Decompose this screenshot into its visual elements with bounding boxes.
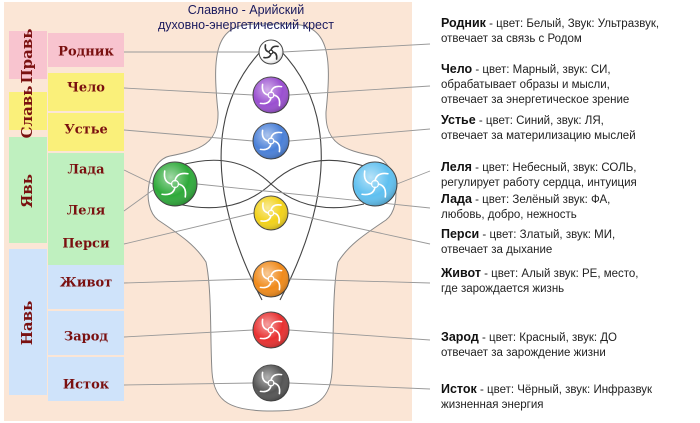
band-strip-6 <box>48 265 124 309</box>
band-label-3: Лада <box>67 163 105 178</box>
band-strip-2 <box>48 113 124 151</box>
band-strip-0 <box>48 33 124 67</box>
world-block-2 <box>9 137 47 243</box>
chakra-4 <box>152 161 198 207</box>
world-block-1 <box>9 92 47 130</box>
description-name: Живот <box>441 266 481 280</box>
band-label-1: Чело <box>67 81 105 96</box>
connector-left-8 <box>123 382 254 386</box>
world-label-2: Явь <box>18 174 36 208</box>
description-line: - цвет: Златый, звук: МИ, <box>479 229 616 241</box>
description-line: - цвет: Белый, Звук: Ультразвук, <box>485 18 660 30</box>
chakra-6 <box>252 260 290 298</box>
description-line: - цвет: Красный, звук: ДО <box>478 332 617 344</box>
description-name: Устье <box>441 113 476 127</box>
world-label-1: Славь <box>18 86 36 139</box>
band-label-5: Перси <box>62 237 110 252</box>
description-line: где зарождается жизнь <box>441 283 565 295</box>
band-strip-7 <box>48 311 124 355</box>
connector-left-4 <box>123 189 154 212</box>
band-strip-1 <box>48 73 124 111</box>
connector-left-1 <box>123 87 254 96</box>
band-strip-8 <box>48 357 124 401</box>
band-label-7: Зарод <box>64 330 109 345</box>
description-line: жизненная энергия <box>441 399 544 411</box>
description-line: любовь, добро, нежность <box>441 209 577 221</box>
energy-loops <box>177 49 365 301</box>
chakra-8 <box>252 364 290 402</box>
description-родник: Родник - цвет: Белый, Звук: Ультразвук, о… <box>441 16 699 47</box>
title-line-1: Славяно - Арийский <box>188 3 304 17</box>
description-line: - цвет: Чёрный, звук: Инфразвук <box>476 384 653 396</box>
description-перси: Перси - цвет: Златый, звук: МИ, отвечает … <box>441 227 699 258</box>
description-name: Перси <box>441 227 480 241</box>
connector-right-0 <box>282 43 431 53</box>
connector-right-8 <box>288 382 431 390</box>
description-line: отвечает за материлизацию мыслей <box>441 130 636 142</box>
description-name: Лада <box>441 192 472 206</box>
chakra-5 <box>253 195 289 231</box>
band-label-4: Леля <box>67 204 106 219</box>
description-устье: Устье - цвет: Синий, звук: ЛЯ, отвечает з… <box>441 113 699 144</box>
connector-left-7 <box>123 329 254 338</box>
connector-left-6 <box>123 278 254 284</box>
description-name: Зарод <box>441 330 479 344</box>
chakra-7 <box>252 311 290 349</box>
connector-left-3 <box>123 169 154 185</box>
description-леля: Леля - цвет: Небесный, звук: СОЛЬ, регули… <box>441 160 699 191</box>
description-line: обрабатывает образы и мысли, <box>441 79 610 91</box>
world-block-0 <box>9 31 47 79</box>
connector-right-7 <box>288 329 431 341</box>
band-label-8: Исток <box>63 378 110 393</box>
chakra-3 <box>352 161 398 207</box>
description-зарод: Зарод - цвет: Красный, звук: ДО отвечает … <box>441 330 699 361</box>
chakra-1 <box>252 76 290 114</box>
world-label-3: Навь <box>18 301 36 346</box>
description-line: - цвет: Синий, звук: ЛЯ, <box>475 115 604 127</box>
description-line: регулирует работу сердца, интуиция <box>441 177 637 189</box>
connector-left-5 <box>123 212 255 245</box>
description-line: отвечает за энергетическое зрение <box>441 94 630 106</box>
description-line: - цвет: Алый звук: РЕ, место, <box>480 268 639 280</box>
band-strip-4 <box>48 191 124 229</box>
title-line-2: духовно-энергетический крест <box>158 18 334 32</box>
chakra-0 <box>258 39 284 65</box>
description-line: отвечает за дыхание <box>441 244 553 256</box>
description-line: - цвет: Небесный, звук: СОЛЬ, <box>471 162 637 174</box>
description-line: - цвет: Зелёный звук: ФА, <box>471 194 611 206</box>
description-лада: Лада - цвет: Зелёный звук: ФА, любовь, до… <box>441 192 699 223</box>
band-label-2: Устье <box>64 123 108 138</box>
description-name: Исток <box>441 382 477 396</box>
connector-right-2 <box>288 128 431 142</box>
description-исток: Исток - цвет: Чёрный, звук: Инфразвук жиз… <box>441 382 699 413</box>
description-name: Чело <box>441 62 473 76</box>
description-name: Родник <box>441 16 486 30</box>
world-block-3 <box>9 249 47 395</box>
description-line: отвечает за зарождение жизни <box>441 347 606 359</box>
world-label-0: Правь <box>18 29 36 84</box>
description-name: Леля <box>441 160 472 174</box>
band-label-6: Живот <box>60 276 112 291</box>
description-чело: Чело - цвет: Марный, звук: СИ, обрабатыва… <box>441 62 699 108</box>
chakra-2 <box>252 122 290 160</box>
connector-right-3 <box>396 170 431 185</box>
connector-right-1 <box>288 85 431 96</box>
connector-right-6 <box>288 278 431 284</box>
description-живот: Живот - цвет: Алый звук: РЕ, место, где з… <box>441 266 699 297</box>
description-line: - цвет: Марный, звук: СИ, <box>472 64 611 76</box>
band-label-0: Родник <box>58 45 114 60</box>
connector-left-2 <box>123 129 254 142</box>
band-strip-5 <box>48 229 124 267</box>
description-line: отвечает за связь с Родом <box>441 33 582 45</box>
connector-right-4 <box>196 183 431 209</box>
band-strip-3 <box>48 153 124 191</box>
connector-right-5 <box>287 212 431 245</box>
